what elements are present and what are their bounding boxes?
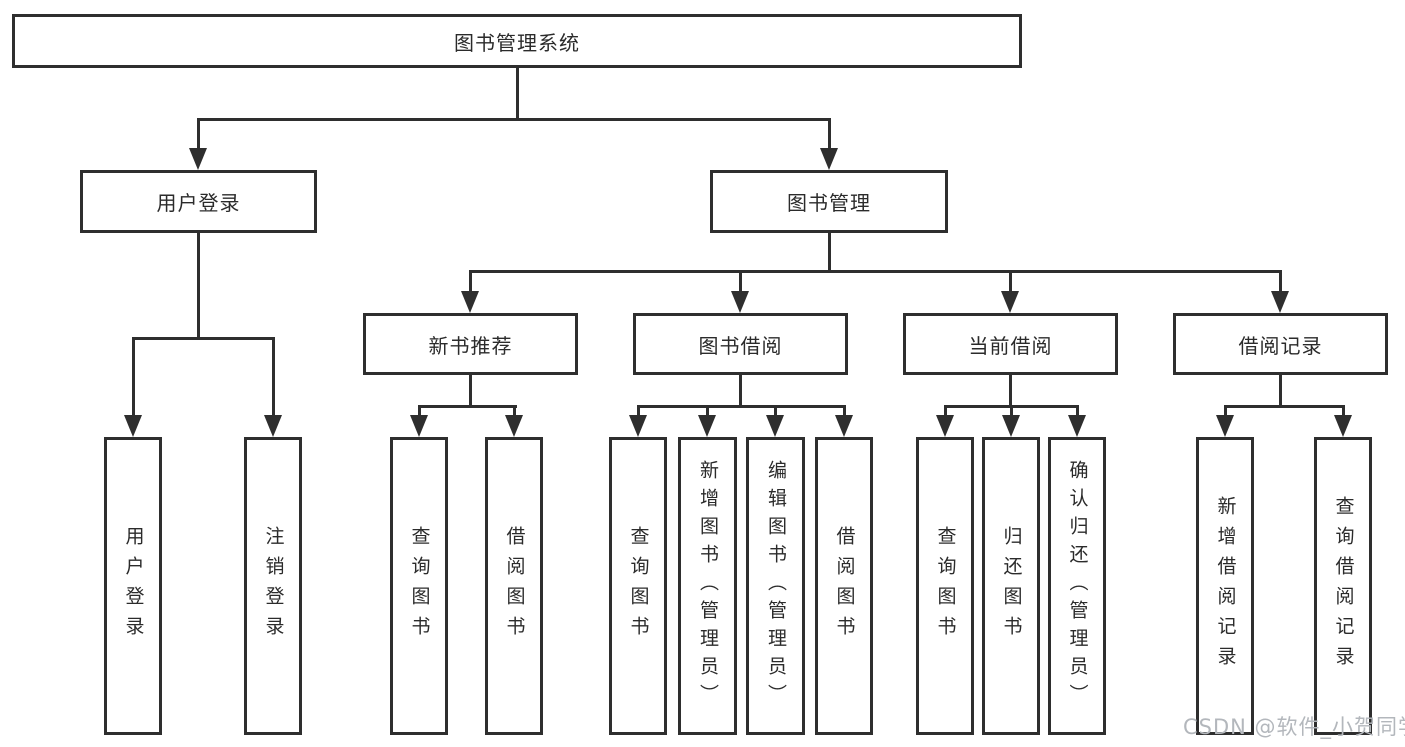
leaf-query-books-borrowing: 查询图书 bbox=[609, 437, 667, 735]
node-new-book-recommendation-label: 新书推荐 bbox=[428, 333, 513, 358]
connector-line bbox=[469, 270, 1282, 273]
leaf-query-borrow-record: 查询借阅记录 bbox=[1314, 437, 1372, 735]
leaf-add-borrow-record: 新增借阅记录 bbox=[1196, 437, 1254, 735]
node-book-management-label: 图书管理 bbox=[787, 191, 871, 215]
arrowhead-down-icon bbox=[124, 415, 142, 437]
node-borrowing-records: 借阅记录 bbox=[1173, 313, 1388, 375]
connector-line bbox=[1279, 270, 1282, 295]
leaf-return-books: 归还图书 bbox=[982, 437, 1040, 735]
watermark: CSDN @软件_小贺同学 bbox=[1183, 715, 1405, 739]
connector-line bbox=[1224, 405, 1345, 408]
connector-line bbox=[706, 405, 709, 419]
connector-line bbox=[1009, 270, 1012, 295]
connector-line bbox=[132, 337, 135, 419]
arrowhead-down-icon bbox=[629, 415, 647, 437]
connector-line bbox=[739, 375, 742, 408]
node-current-borrowing: 当前借阅 bbox=[903, 313, 1118, 375]
connector-line bbox=[774, 405, 777, 419]
arrowhead-down-icon bbox=[410, 415, 428, 437]
connector-line bbox=[513, 405, 516, 419]
leaf-user-login: 用户登录 bbox=[104, 437, 162, 735]
node-user-login-label: 用户登录 bbox=[156, 191, 241, 215]
connector-line bbox=[516, 68, 519, 121]
arrowhead-down-icon bbox=[766, 415, 784, 437]
leaf-borrow-books-recommend: 借阅图书 bbox=[485, 437, 543, 735]
node-current-borrowing-label: 当前借阅 bbox=[968, 333, 1053, 358]
connector-line bbox=[132, 337, 275, 340]
leaf-edit-books-admin-label: 编辑图书（管理员） bbox=[765, 460, 787, 712]
leaf-return-books-label: 归还图书 bbox=[1000, 526, 1023, 646]
node-book-borrowing: 图书借阅 bbox=[633, 313, 848, 375]
connector-line bbox=[197, 118, 200, 152]
node-borrowing-records-label: 借阅记录 bbox=[1238, 333, 1323, 358]
arrowhead-down-icon bbox=[264, 415, 282, 437]
leaf-logout-label: 注销登录 bbox=[262, 526, 285, 646]
connector-line bbox=[197, 233, 200, 340]
connector-line bbox=[637, 405, 846, 408]
connector-line bbox=[843, 405, 846, 419]
arrowhead-down-icon bbox=[1216, 415, 1234, 437]
leaf-query-books-current: 查询图书 bbox=[916, 437, 974, 735]
connector-line bbox=[197, 118, 831, 121]
connector-line bbox=[418, 405, 421, 419]
arrowhead-down-icon bbox=[461, 291, 479, 313]
leaf-query-books-current-label: 查询图书 bbox=[934, 526, 957, 646]
arrowhead-down-icon bbox=[1334, 415, 1352, 437]
arrowhead-down-icon bbox=[505, 415, 523, 437]
connector-line bbox=[1224, 405, 1227, 419]
leaf-logout: 注销登录 bbox=[244, 437, 302, 735]
arrowhead-down-icon bbox=[1001, 291, 1019, 313]
connector-line bbox=[1076, 405, 1079, 419]
node-book-management: 图书管理 bbox=[710, 170, 948, 233]
leaf-confirm-return-admin: 确认归还（管理员） bbox=[1048, 437, 1106, 735]
leaf-borrow-books-recommend-label: 借阅图书 bbox=[503, 526, 526, 646]
leaf-add-books-admin: 新增图书（管理员） bbox=[678, 437, 737, 735]
connector-line bbox=[637, 405, 640, 419]
leaf-query-books-recommend-label: 查询图书 bbox=[408, 526, 431, 646]
leaf-user-login-label: 用户登录 bbox=[122, 526, 145, 646]
connector-line bbox=[1279, 375, 1282, 408]
leaf-confirm-return-admin-label: 确认归还（管理员） bbox=[1066, 460, 1089, 712]
connector-line bbox=[1010, 405, 1013, 419]
leaf-add-books-admin-label: 新增图书（管理员） bbox=[697, 460, 719, 712]
connector-line bbox=[944, 405, 947, 419]
connector-line bbox=[828, 118, 831, 152]
node-user-login: 用户登录 bbox=[80, 170, 317, 233]
arrowhead-down-icon bbox=[936, 415, 954, 437]
connector-line bbox=[828, 233, 831, 273]
leaf-edit-books-admin: 编辑图书（管理员） bbox=[746, 437, 805, 735]
leaf-borrow-books-borrowing-label: 借阅图书 bbox=[833, 526, 856, 646]
leaf-add-borrow-record-label: 新增借阅记录 bbox=[1214, 496, 1237, 676]
connector-line bbox=[469, 375, 472, 408]
leaf-query-books-recommend: 查询图书 bbox=[390, 437, 448, 735]
leaf-query-borrow-record-label: 查询借阅记录 bbox=[1332, 496, 1355, 676]
arrowhead-down-icon bbox=[731, 291, 749, 313]
connector-line bbox=[1009, 375, 1012, 408]
connector-line bbox=[469, 270, 472, 295]
node-new-book-recommendation: 新书推荐 bbox=[363, 313, 578, 375]
arrowhead-down-icon bbox=[1002, 415, 1020, 437]
leaf-query-books-borrowing-label: 查询图书 bbox=[627, 526, 650, 646]
arrowhead-down-icon bbox=[698, 415, 716, 437]
arrowhead-down-icon bbox=[189, 148, 207, 170]
leaf-borrow-books-borrowing: 借阅图书 bbox=[815, 437, 873, 735]
node-book-borrowing-label: 图书借阅 bbox=[698, 333, 783, 358]
arrowhead-down-icon bbox=[820, 148, 838, 170]
node-root: 图书管理系统 bbox=[12, 14, 1022, 68]
connector-line bbox=[739, 270, 742, 295]
arrowhead-down-icon bbox=[1271, 291, 1289, 313]
connector-line bbox=[272, 337, 275, 419]
arrowhead-down-icon bbox=[835, 415, 853, 437]
connector-line bbox=[1342, 405, 1345, 419]
node-root-label: 图书管理系统 bbox=[454, 30, 580, 55]
arrowhead-down-icon bbox=[1068, 415, 1086, 437]
connector-line bbox=[418, 405, 517, 408]
